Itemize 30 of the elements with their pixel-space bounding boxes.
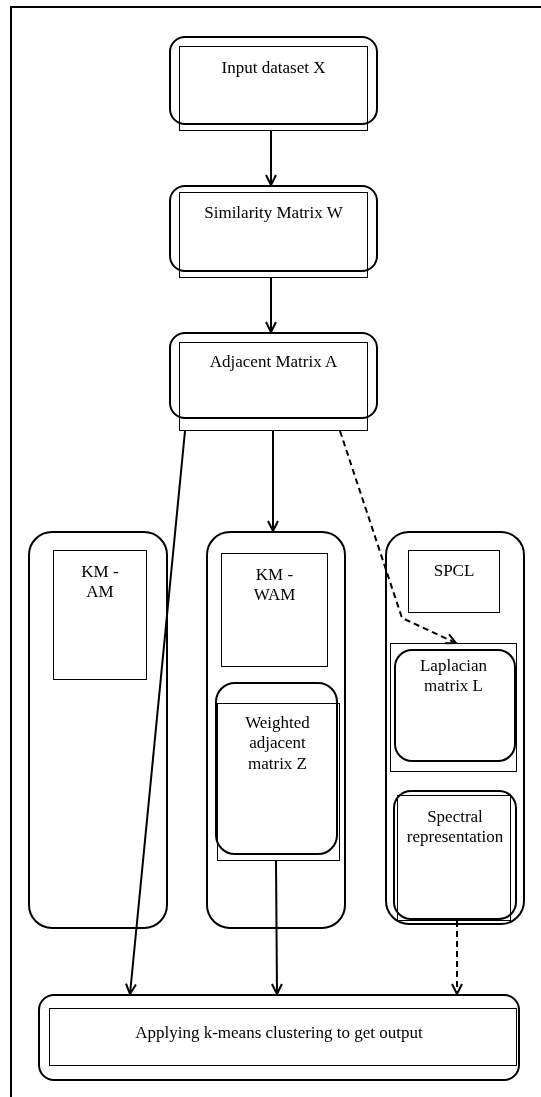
arrow (267, 430, 279, 532)
arrow (339, 430, 457, 645)
node-label: Laplacian matrix L (419, 656, 488, 697)
node-label: KM - WAM (252, 565, 297, 606)
node-label: SPCL (433, 561, 475, 582)
process-box (169, 332, 378, 431)
arrow (265, 130, 277, 186)
arrow (451, 920, 463, 995)
node-label: KM - AM (80, 562, 120, 603)
process-box (169, 185, 378, 278)
method-box (221, 553, 328, 667)
arrow (125, 430, 186, 995)
node-label: Similarity Matrix W (204, 203, 343, 224)
node-label: Weighted adjacent matrix Z (244, 713, 311, 775)
method-box (408, 550, 500, 613)
node-label: Spectral representation (405, 807, 505, 848)
column-panel (206, 531, 346, 929)
process-box (169, 36, 378, 131)
arrow (265, 277, 277, 333)
node-label: Adjacent Matrix A (209, 352, 338, 373)
column-panel (28, 531, 168, 929)
process-box (215, 682, 340, 861)
process-box (393, 790, 517, 921)
process-box (38, 994, 520, 1081)
node-label: Input dataset X (221, 58, 326, 79)
column-panel (385, 531, 525, 925)
method-box (53, 550, 147, 680)
node-label: Applying k-means clustering to get output (135, 1023, 423, 1044)
process-box (390, 643, 517, 772)
arrow (270, 860, 283, 995)
